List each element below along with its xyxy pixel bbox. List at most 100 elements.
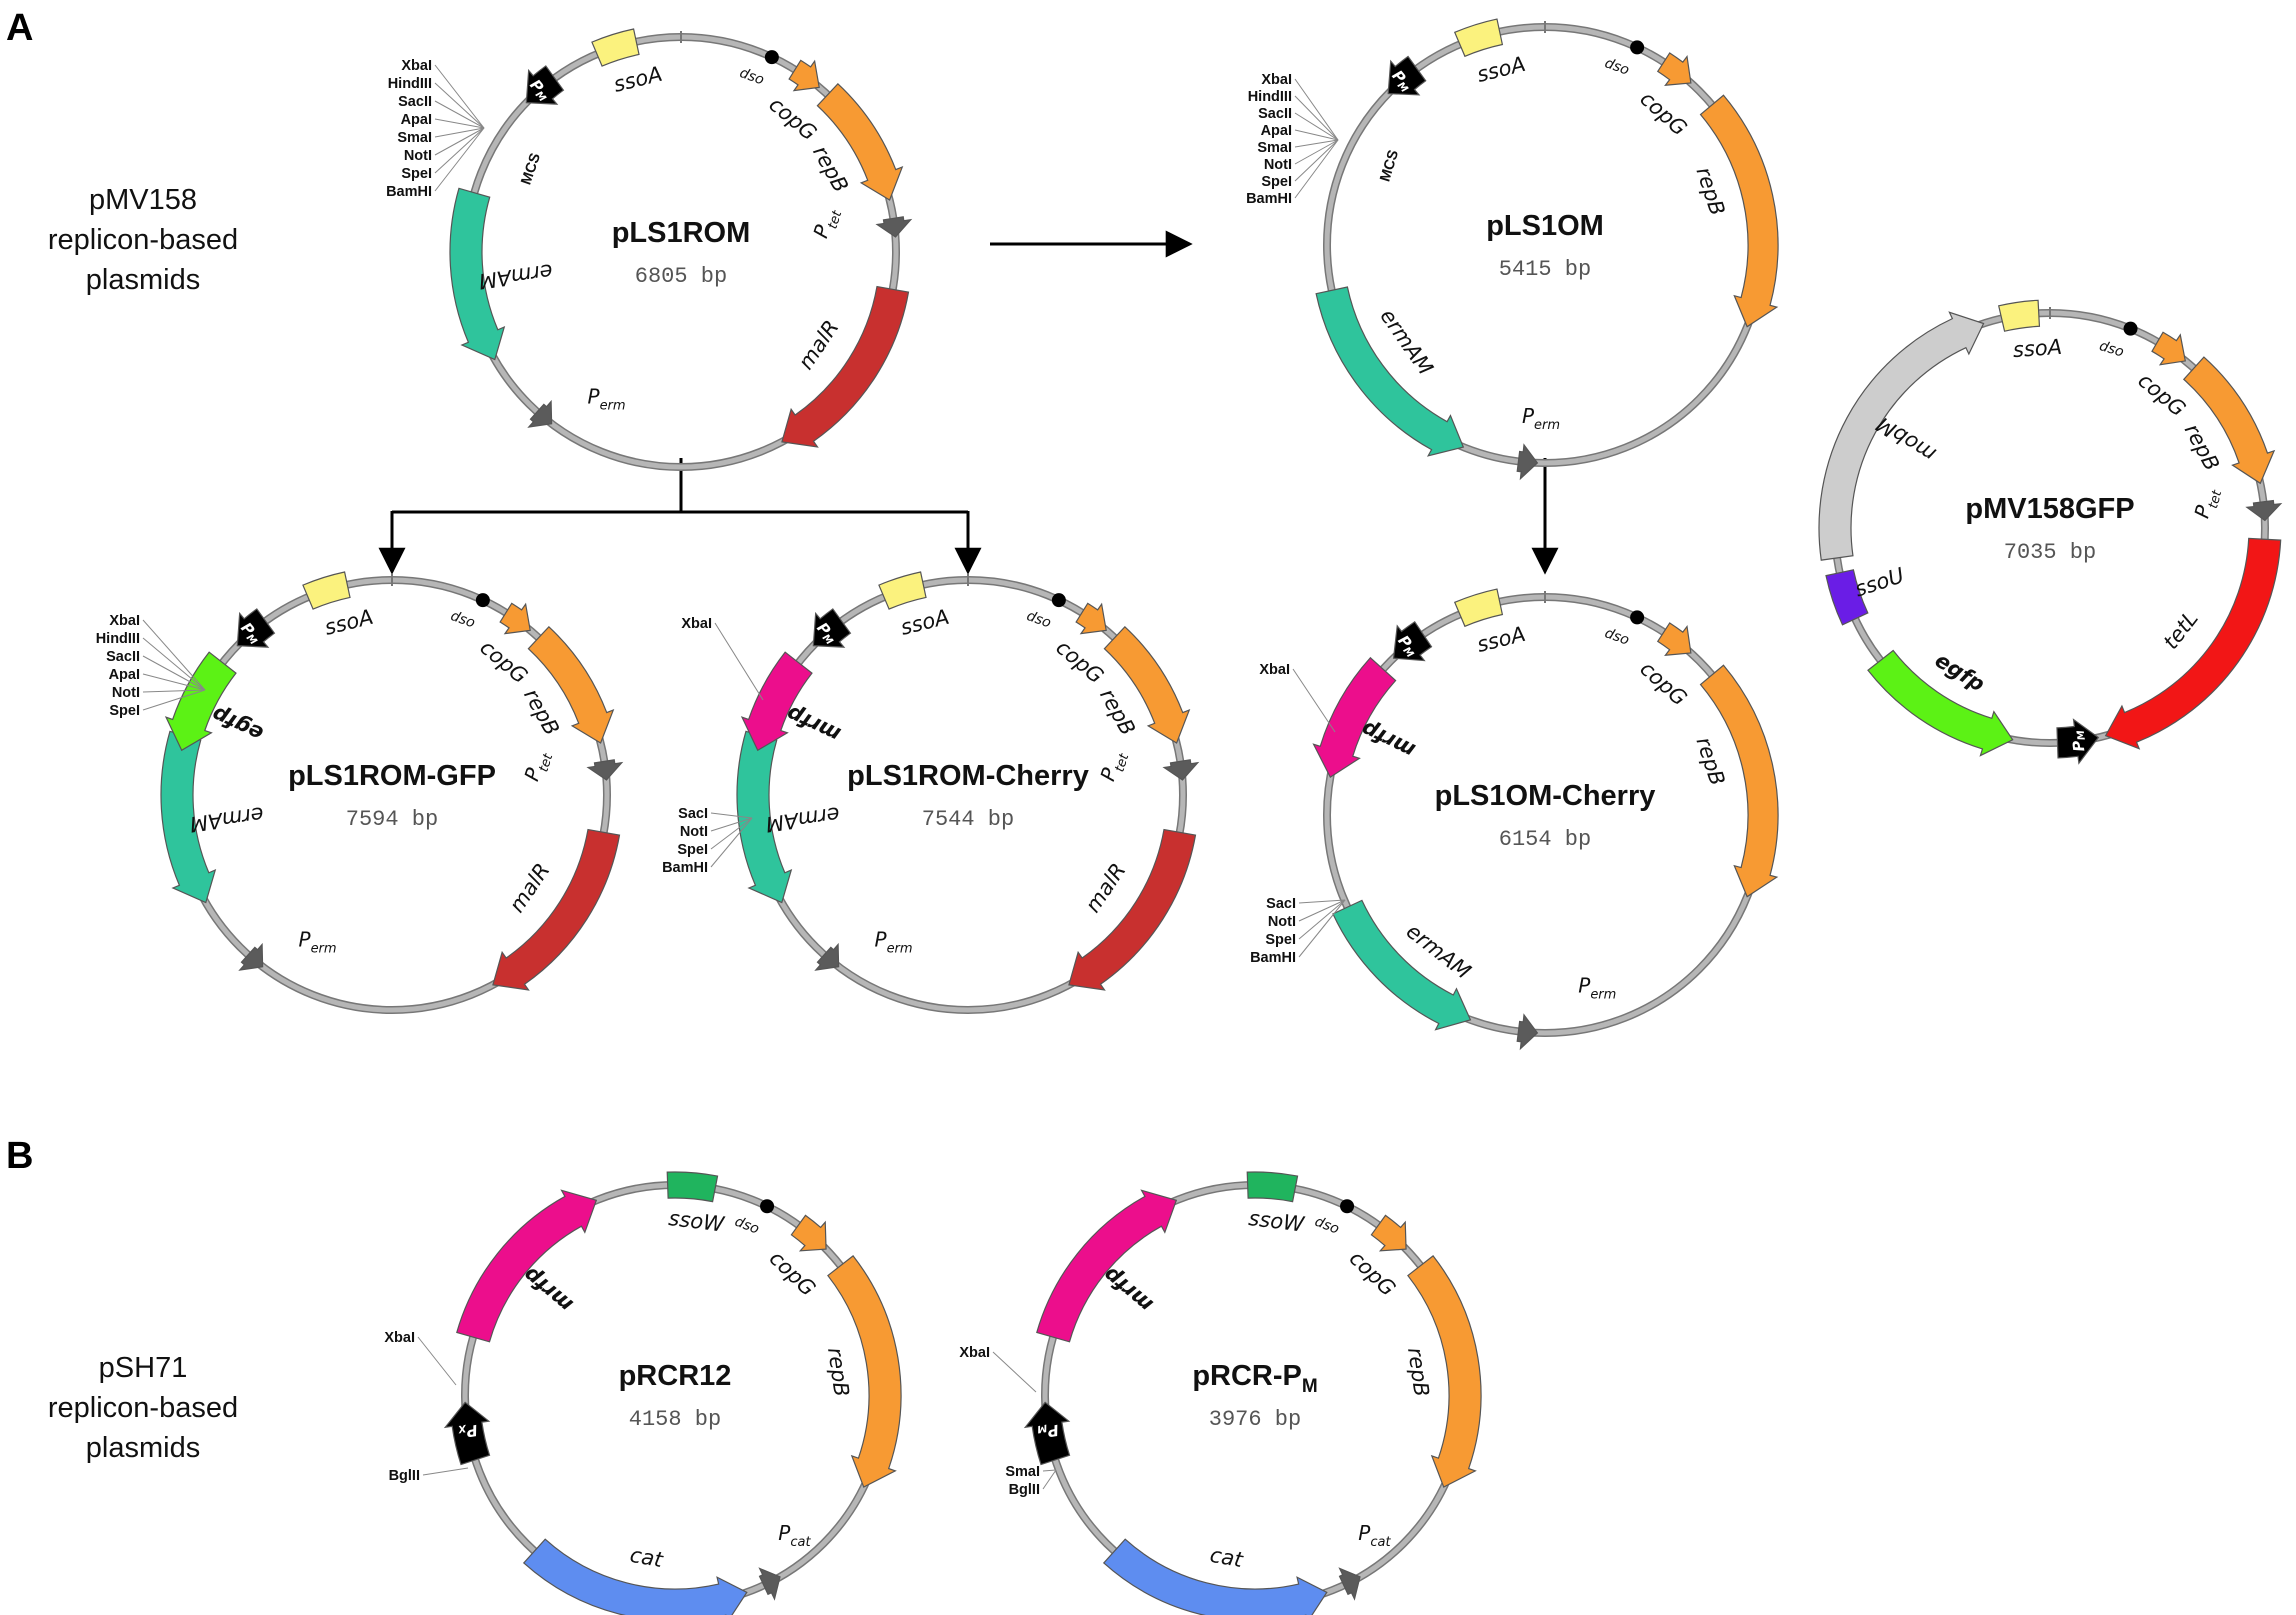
mrfp-label: mrfp bbox=[1099, 1262, 1158, 1317]
restriction-sites-bottom: BglII bbox=[389, 1467, 469, 1484]
site-leader bbox=[142, 689, 206, 711]
plasmid-name-main: pMV158GFP bbox=[1965, 493, 2134, 525]
plasmid-name: pLS1OM bbox=[1486, 210, 1604, 242]
promoter-black bbox=[1023, 1401, 1071, 1466]
site-leader bbox=[992, 1351, 1037, 1393]
cat-arrow bbox=[522, 1538, 748, 1615]
copg-arrow bbox=[1075, 602, 1107, 635]
malr-arrow bbox=[1068, 828, 1197, 991]
plasmid-size: 7035 bp bbox=[2004, 540, 2096, 565]
ptet-label: Ptet bbox=[808, 204, 845, 243]
ssoa-label: ssoA bbox=[611, 62, 664, 97]
dso-dot bbox=[2123, 321, 2138, 336]
restriction-sites-top: XbaI bbox=[959, 1345, 1037, 1393]
mrfp-label: mrfp bbox=[783, 701, 844, 747]
perm-promoter bbox=[527, 399, 553, 428]
ermam-arrow bbox=[449, 187, 506, 361]
ptet-promoter bbox=[1162, 759, 1200, 781]
restriction-site: NotI bbox=[1264, 157, 1292, 173]
promoter-subscript: M bbox=[1036, 1422, 1048, 1435]
promoter-letter: P bbox=[1578, 973, 1591, 997]
site-leader bbox=[142, 689, 206, 693]
perm-label: Perm bbox=[1522, 404, 1560, 433]
dso-label: dso bbox=[1603, 625, 1632, 649]
ssoa-box bbox=[878, 571, 927, 610]
restriction-site: XbaI bbox=[681, 616, 712, 632]
plasmid-name-main: pRCR-P bbox=[1192, 1360, 1302, 1392]
repb-arrow bbox=[816, 82, 904, 201]
restriction-site: XbaI bbox=[1261, 72, 1292, 88]
site-leader bbox=[142, 655, 206, 691]
restriction-site: XbaI bbox=[959, 1345, 990, 1361]
restriction-site: SacII bbox=[106, 649, 140, 665]
promoter-letter: P bbox=[2069, 740, 2088, 753]
plasmid-name-main: pRCR12 bbox=[619, 1360, 732, 1392]
malr-arrow bbox=[492, 828, 621, 991]
restriction-site: SpeI bbox=[1265, 932, 1296, 948]
repb-arrow bbox=[1407, 1255, 1482, 1488]
promoter-subscript: erm bbox=[1534, 418, 1560, 433]
plasmid-size: 5415 bp bbox=[1499, 257, 1591, 282]
promoter-letter: P bbox=[1046, 1421, 1060, 1441]
copg-arrow bbox=[790, 1214, 827, 1252]
ssow-label: ssoW bbox=[1247, 1206, 1306, 1237]
ssoa-label: ssoA bbox=[2012, 335, 2063, 362]
site-leader bbox=[434, 127, 485, 156]
promoter-black-label: PM bbox=[1036, 1420, 1060, 1443]
site-leader bbox=[142, 637, 206, 691]
ptet-label: Ptet bbox=[1095, 747, 1132, 786]
plasmid-name-main: pLS1ROM-Cherry bbox=[847, 760, 1089, 792]
plasmid-size: 6805 bp bbox=[635, 264, 727, 289]
promoter-subscript: erm bbox=[1590, 987, 1616, 1002]
dso-dot bbox=[760, 1199, 775, 1214]
repb-label: repB bbox=[808, 142, 853, 197]
repb-label: repB bbox=[1691, 734, 1729, 788]
repb-arrow bbox=[1699, 664, 1779, 898]
egfp-arrow bbox=[164, 651, 237, 752]
ssou-box bbox=[1825, 569, 1869, 626]
ssow-label: ssoW bbox=[667, 1206, 726, 1237]
restriction-site: BglII bbox=[1009, 1482, 1040, 1498]
pcat-promoter bbox=[758, 1567, 781, 1601]
plasmid-name-subscript: M bbox=[1302, 1376, 1318, 1397]
mcs-label: MCS bbox=[518, 151, 544, 187]
pm-promoter bbox=[1392, 621, 1433, 662]
repb-arrow bbox=[2182, 356, 2276, 485]
ptet-promoter bbox=[875, 216, 913, 238]
promoter-subscript: erm bbox=[311, 942, 337, 957]
promoter-black bbox=[443, 1401, 491, 1466]
copg-label: copG bbox=[475, 635, 532, 688]
tetl-arrow bbox=[2104, 537, 2282, 750]
site-leader bbox=[1298, 899, 1346, 958]
site-leader bbox=[434, 64, 485, 129]
promoter-subscript: tet bbox=[1112, 751, 1132, 774]
copg-arrow bbox=[499, 602, 531, 635]
ssoa-box bbox=[302, 571, 351, 610]
egfp-arrow bbox=[1867, 649, 2014, 757]
pm-promoter bbox=[236, 608, 276, 648]
repb-label: repB bbox=[2180, 420, 2224, 475]
ermam-label: ermAM bbox=[188, 802, 265, 836]
perm-label: Perm bbox=[299, 928, 337, 957]
egfp-label: egfp bbox=[1931, 648, 1989, 697]
copg-arrow bbox=[788, 59, 820, 92]
mrfp-arrow bbox=[1312, 656, 1397, 779]
ermam-label: ermAM bbox=[764, 802, 841, 836]
restriction-site: HindIII bbox=[96, 631, 140, 647]
site-leader bbox=[422, 1467, 469, 1476]
restriction-site: BamHI bbox=[1250, 950, 1296, 966]
promoter-subscript: erm bbox=[600, 399, 626, 414]
repb-arrow bbox=[827, 1255, 902, 1488]
restriction-site: SpeI bbox=[677, 842, 708, 858]
ssoa-label: ssoA bbox=[898, 605, 951, 640]
dso-label: dso bbox=[737, 65, 766, 89]
promoter-letter: P bbox=[1358, 1521, 1371, 1545]
repb-label: repB bbox=[519, 685, 564, 740]
